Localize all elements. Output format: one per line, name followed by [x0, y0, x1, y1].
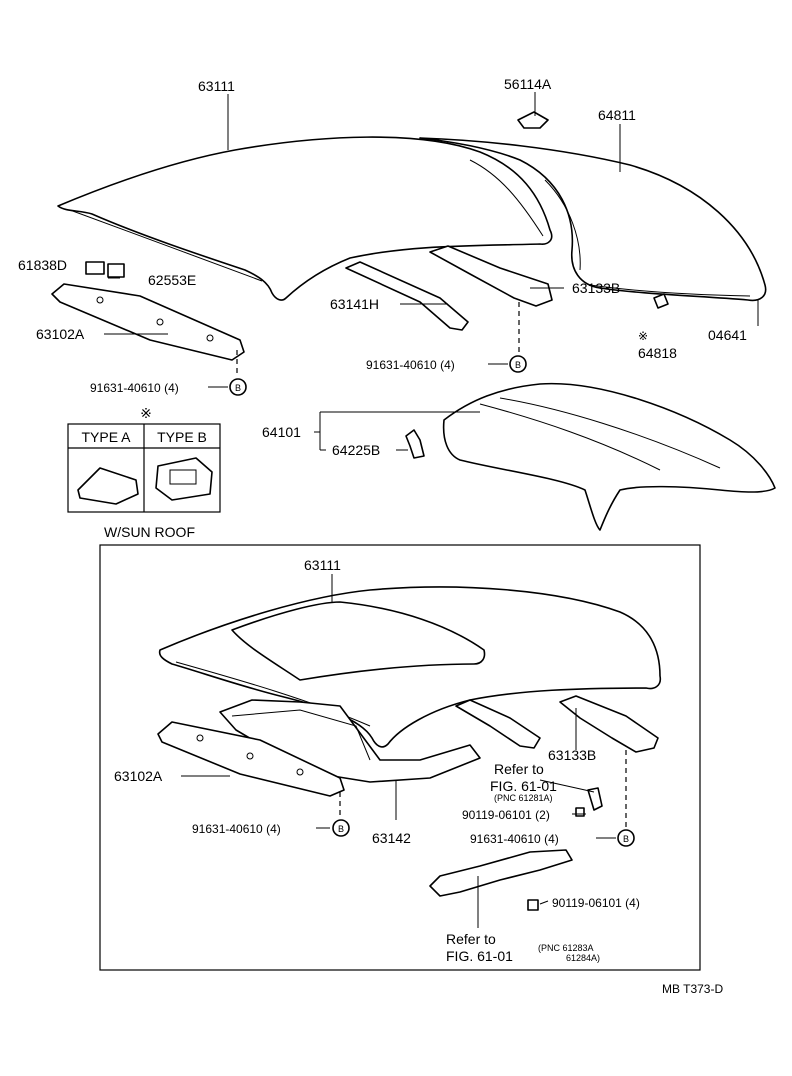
label-refer-to-2: Refer to	[446, 931, 496, 947]
label-63111: 63111	[198, 78, 235, 94]
label-63102a: 63102A	[36, 326, 85, 342]
circle-b-text: B	[623, 834, 629, 844]
sunroof-section-title: W/SUN ROOF	[104, 524, 195, 540]
bracket-61281a	[587, 787, 603, 811]
label-fig-2: FIG. 61-01	[446, 948, 513, 964]
back-panel-64101	[442, 382, 776, 531]
label-sr-63102a: 63102A	[114, 768, 163, 784]
label-04641: 04641	[708, 327, 747, 343]
label-bolt-upper-left: 91631-40610 (4)	[90, 381, 179, 395]
label-refer-to-1: Refer to	[494, 761, 544, 777]
label-56114a: 56114A	[504, 76, 552, 92]
type-table: ※ TYPE A TYPE B	[67, 405, 221, 513]
type-b-label: TYPE B	[157, 429, 207, 445]
sunroof-mechanism-61283a	[429, 849, 573, 897]
leader-lines-lower	[181, 574, 627, 928]
label-sr-63111: 63111	[304, 557, 341, 573]
circle-b-text: B	[515, 360, 521, 370]
clip-64818	[653, 293, 669, 309]
roof-bow-63141h	[345, 261, 469, 331]
screw-90119-4	[527, 899, 539, 911]
type-a-label: TYPE A	[81, 429, 131, 445]
label-64818-mark: ※	[638, 329, 648, 343]
label-sr-bolt-right: 91631-40610 (4)	[470, 832, 559, 846]
sunroof-front-rail-63102a	[157, 721, 345, 797]
roof-bow-63133b	[429, 245, 553, 307]
label-63141h: 63141H	[330, 296, 379, 312]
label-63142: 63142	[372, 830, 411, 846]
label-63133b: 63133B	[572, 280, 620, 296]
label-sr-bolt-left: 91631-40610 (4)	[192, 822, 281, 836]
pad-61838d	[85, 261, 105, 275]
label-bolt-upper-right: 91631-40610 (4)	[366, 358, 455, 372]
label-fig-1: FIG. 61-01	[490, 778, 557, 794]
label-64101: 64101	[262, 424, 301, 440]
screw-90119-2	[575, 807, 585, 817]
label-61838d: 61838D	[18, 257, 67, 273]
sunroof-section-frame	[99, 544, 701, 971]
circle-b-upper: B B	[229, 355, 527, 396]
sunroof-bow-63133b	[559, 695, 659, 753]
label-64811: 64811	[598, 107, 636, 123]
label-screw-2: 90119-06101 (2)	[462, 808, 550, 822]
circle-b-text: B	[235, 383, 241, 393]
label-screw-4: 90119-06101 (4)	[552, 896, 640, 910]
rear-roof-panel-64811	[419, 137, 767, 302]
front-rail-63102a	[51, 283, 245, 361]
label-sr-63133b: 63133B	[548, 747, 596, 763]
sunroof-bow-front	[455, 699, 541, 749]
pad-62553e	[107, 263, 125, 278]
label-64818: 64818	[638, 345, 677, 361]
label-pnc-2a: (PNC 61283A	[538, 943, 594, 953]
circle-b-lower: B B	[332, 819, 635, 847]
retainer-56114a	[517, 111, 549, 129]
leader-lines-upper	[104, 92, 759, 451]
label-62553e: 62553E	[148, 272, 196, 288]
figure-code: MB T373-D	[662, 982, 723, 996]
sunroof-roof-panel-63111	[158, 586, 662, 748]
label-pnc-2b: 61284A)	[566, 953, 600, 963]
type-b-pad	[155, 457, 213, 501]
type-table-mark: ※	[140, 405, 152, 421]
circle-b-text: B	[338, 824, 344, 834]
label-64225b: 64225B	[332, 442, 380, 458]
label-pnc-1: (PNC 61281A)	[494, 793, 553, 803]
bracket-64225b	[405, 429, 425, 459]
type-a-pad	[77, 467, 139, 505]
